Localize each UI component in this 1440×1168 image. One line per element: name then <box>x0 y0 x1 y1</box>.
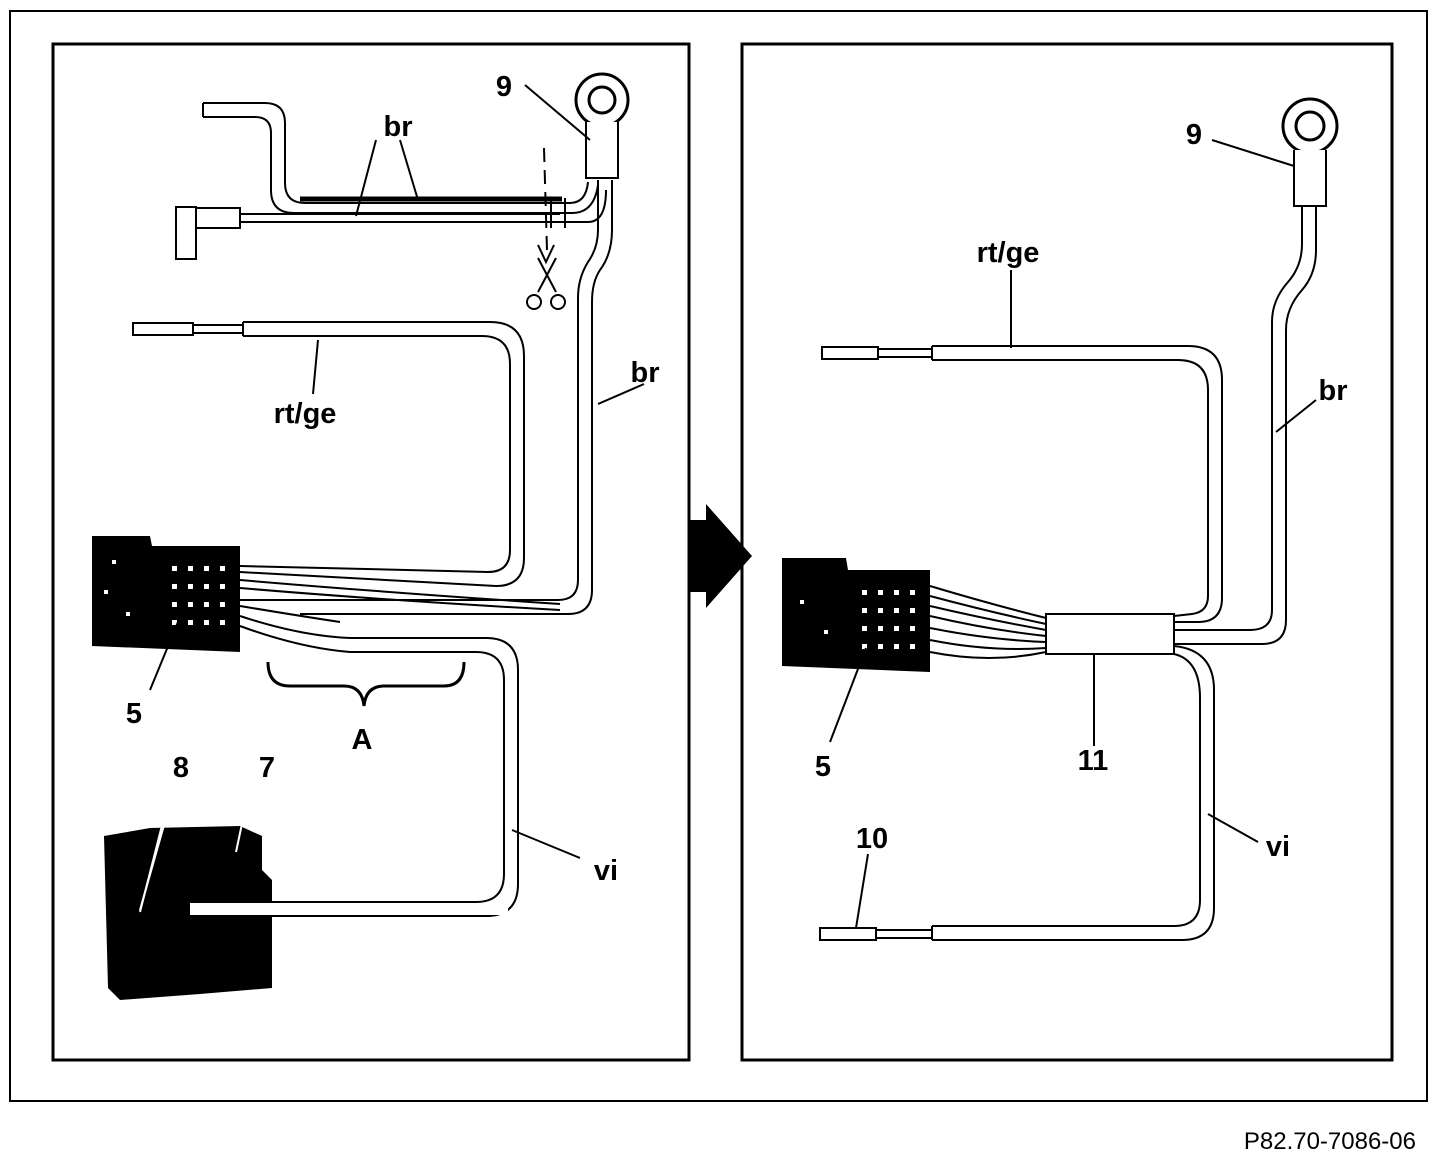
right-panel: 9 rt/ge br 5 11 vi 10 <box>740 42 1394 1062</box>
vi-wire-left <box>190 615 519 917</box>
terminal-10 <box>819 927 877 941</box>
vi-wire-right <box>932 645 1215 941</box>
left-panel: br 9 rt/ge br 5 A 8 7 vi <box>51 42 691 1062</box>
label-rt-ge-right: rt/ge <box>977 237 1040 269</box>
label-rt-ge: rt/ge <box>274 398 337 430</box>
splice-11 <box>1045 613 1175 655</box>
label-part-8: 8 <box>173 752 189 784</box>
label-vi: vi <box>594 855 618 887</box>
label-part-9: 9 <box>496 71 512 103</box>
plug-sleeve <box>195 207 241 229</box>
connector-7-8 <box>104 817 508 1000</box>
label-br-right-panel: br <box>1319 375 1348 407</box>
right-panel-frame <box>740 42 1394 1062</box>
rt-ge-terminal-right <box>821 346 879 360</box>
left-panel-frame <box>51 42 691 1062</box>
label-br-right: br <box>631 357 660 389</box>
label-part-10: 10 <box>856 823 888 855</box>
brace-a <box>266 661 466 707</box>
rt-ge-terminal <box>132 322 194 336</box>
figure-reference: P82.70-7086-06 <box>1243 1128 1416 1155</box>
arrow-right-icon <box>690 504 752 608</box>
ring-terminal-9-right <box>1281 97 1339 207</box>
label-br-top: br <box>384 111 413 143</box>
label-part-9-right: 9 <box>1186 119 1202 151</box>
spade-plug <box>175 206 197 260</box>
outer-frame <box>9 10 1428 1102</box>
connector-5 <box>92 536 240 652</box>
label-part-7: 7 <box>259 752 275 784</box>
connector-5-right <box>782 558 930 672</box>
label-section-a: A <box>352 724 373 756</box>
label-part-5-right: 5 <box>815 751 831 783</box>
ring-terminal-9 <box>574 72 630 179</box>
rt-ge-wire <box>239 321 525 588</box>
br-wire-group-top <box>202 102 607 223</box>
scissors-icon <box>526 257 566 310</box>
br-wire-right <box>240 180 599 601</box>
br-wire-right-panel <box>1174 206 1303 631</box>
label-part-11: 11 <box>1078 745 1109 777</box>
label-vi-right: vi <box>1266 831 1290 863</box>
label-part-5: 5 <box>126 698 142 730</box>
cut-line <box>543 147 548 251</box>
